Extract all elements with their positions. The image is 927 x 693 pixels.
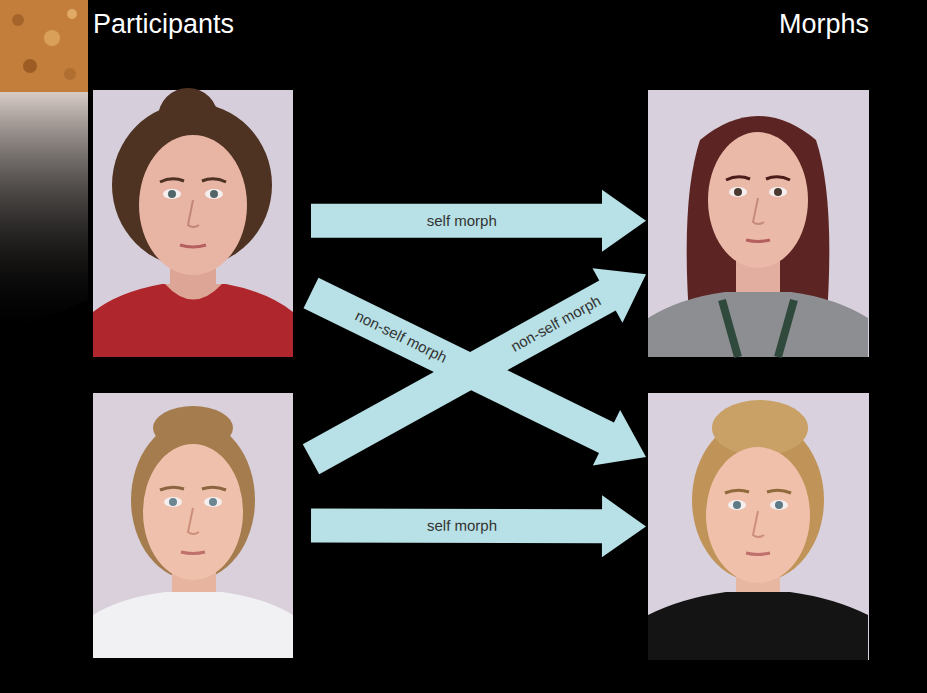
- photo-frame: [648, 393, 869, 660]
- participant-photo: [93, 393, 293, 658]
- edge-label: self morph: [424, 518, 500, 535]
- participant-photo: [93, 88, 293, 357]
- column-group: Morphs: [644, 8, 869, 660]
- column-heading: Participants: [93, 8, 298, 40]
- background-fragment: [0, 0, 88, 338]
- morph-arrow: [311, 190, 646, 252]
- morph-arrow: [303, 268, 646, 474]
- edge-label: non-self morph: [505, 291, 606, 357]
- morph-photo: [648, 90, 869, 357]
- edge-label: self morph: [424, 213, 500, 230]
- edge-label: non-self morph: [350, 306, 453, 367]
- photo-frame: [648, 90, 869, 357]
- column-group: Participants: [93, 8, 298, 658]
- photo-frame: [93, 90, 294, 357]
- morph-photo: [648, 393, 869, 660]
- photo-frame: [93, 393, 294, 658]
- morph-arrow: [311, 495, 646, 557]
- column-heading: Morphs: [644, 8, 869, 40]
